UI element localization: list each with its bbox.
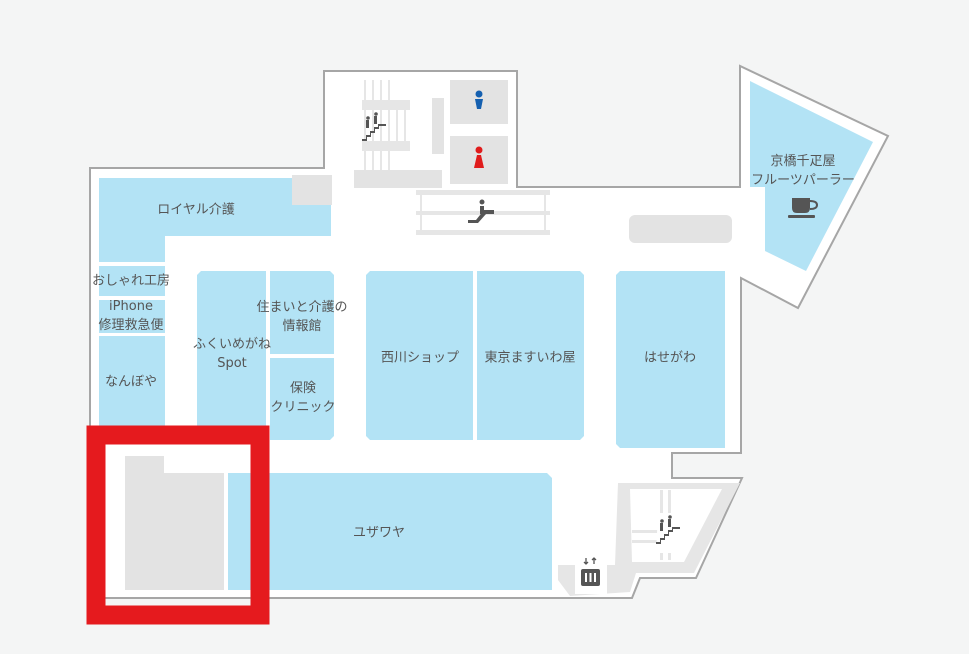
shop-label-nishikawa[interactable]: 西川ショップ	[380, 350, 460, 366]
shops	[99, 81, 873, 590]
shop-label-line: 京橋千疋屋	[770, 154, 836, 169]
shop-label-tokyo-masuiwaya[interactable]: 東京ますいわ屋	[484, 350, 576, 366]
shop-label-oshare-kobo[interactable]: おしゃれ工房	[91, 273, 171, 289]
shop-label-royal-kaigo[interactable]: ロイヤル介護	[157, 202, 235, 218]
shop-label-line: 住まいと介護の	[256, 300, 348, 315]
vacant-space	[125, 456, 224, 590]
shop-sumai-kaigo[interactable]	[270, 271, 334, 354]
shop-iphone-repair[interactable]	[99, 300, 165, 333]
shop-royal-kaigo[interactable]	[99, 178, 331, 262]
shop-label-line: ふくいめがね	[192, 337, 272, 352]
shop-label-line: 修理救急便	[98, 318, 164, 333]
coffee-cup-icon[interactable]	[788, 198, 819, 218]
shop-label-hasegawa[interactable]: はせがわ	[643, 350, 697, 366]
womens-restroom-icon[interactable]	[474, 146, 484, 169]
shop-nishikawa[interactable]	[366, 271, 473, 440]
shop-hoken-clinic[interactable]	[270, 358, 334, 440]
shop-yuzawaya[interactable]	[228, 473, 552, 590]
shop-label-line: 情報館	[282, 319, 322, 334]
stairs-icon[interactable]	[362, 112, 386, 141]
shop-label-line: クリニック	[270, 400, 336, 415]
shop-label-sumai-kaigo[interactable]: 住まいと介護の 情報館	[256, 298, 347, 336]
shop-label-yuzawaya[interactable]: ユザワヤ	[352, 525, 406, 541]
elevator-icon[interactable]	[581, 557, 600, 586]
core-bottom-right	[558, 483, 740, 596]
shop-label-line: iPhone	[109, 299, 153, 314]
shop-label-nanboya[interactable]: なんぼや	[104, 374, 158, 390]
shop-label-line: 保険	[289, 381, 317, 396]
shop-oshare-kobo[interactable]	[99, 266, 165, 296]
shop-label-iphone-repair[interactable]: iPhone 修理救急便	[98, 297, 163, 335]
selection-highlight[interactable]	[86, 425, 270, 625]
shop-label-hoken-clinic[interactable]: 保険 クリニック	[270, 379, 335, 417]
shop-tokyo-masuiwaya[interactable]	[477, 271, 584, 440]
escalator-icon[interactable]	[468, 199, 494, 224]
shop-senbikiya[interactable]	[750, 81, 873, 271]
stairs-icon[interactable]	[656, 515, 680, 544]
bench	[629, 215, 732, 243]
shop-nanboya[interactable]	[99, 336, 165, 428]
shop-label-senbikiya[interactable]: 京橋千疋屋 フルーツパーラー	[751, 152, 855, 190]
mens-restroom-icon[interactable]	[475, 90, 483, 110]
shop-label-line: Spot	[217, 356, 247, 371]
shop-hasegawa[interactable]	[616, 271, 725, 448]
shop-label-fukui-megane[interactable]: ふくいめがね Spot	[193, 335, 271, 373]
shop-label-line: フルーツパーラー	[751, 173, 855, 188]
shop-fukui-megane[interactable]	[197, 271, 266, 428]
